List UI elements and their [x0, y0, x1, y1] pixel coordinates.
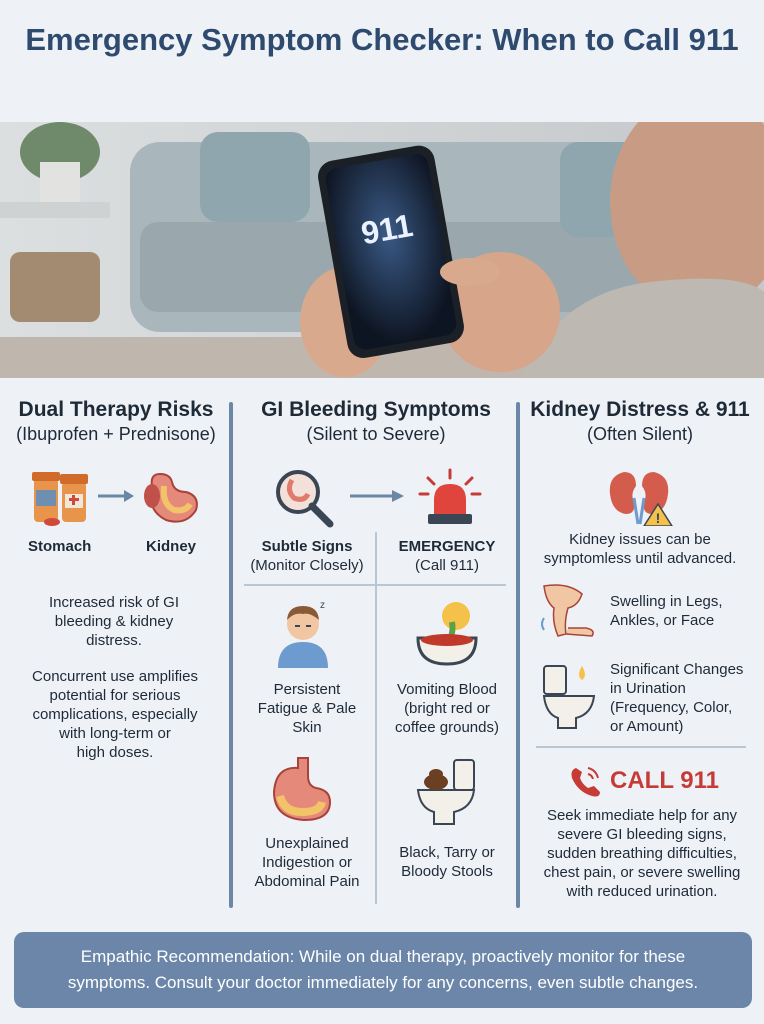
vomiting-bowl-icon — [416, 602, 478, 666]
recommendation-banner: Empathic Recommendation: While on dual t… — [14, 932, 752, 1008]
magnifier-icon — [276, 470, 334, 528]
gi-bleeding-column: GI Bleeding Symptoms (Silent to Severe) — [238, 398, 514, 446]
toilet-icon — [416, 759, 476, 825]
hero-photo: 911 — [0, 122, 764, 378]
dual-therapy-subtitle: (Ibuprofen + Prednisone) — [16, 424, 216, 444]
arrow-right-icon — [350, 490, 404, 502]
kidney-label: Kidney — [146, 538, 197, 555]
swollen-leg-icon — [541, 584, 594, 637]
kidney-subtitle: (Often Silent) — [586, 424, 694, 444]
column-divider-1 — [229, 402, 233, 908]
gi-bleeding-subtitle: (Silent to Severe) — [306, 424, 446, 444]
tired-person-icon: z — [278, 600, 328, 668]
siren-icon — [418, 468, 482, 524]
gi-bleeding-title: GI Bleeding Symptoms — [261, 398, 491, 421]
column-divider-2 — [516, 402, 520, 908]
stomach-label: Stomach — [28, 538, 92, 555]
swelling-text: Swelling in Legs,Ankles, or Face — [610, 593, 723, 629]
kidneys-warning-icon: ! — [609, 472, 673, 526]
kidney-section-hline — [536, 746, 746, 748]
recommendation-line-1: Empathic Recommendation: While on dual t… — [80, 947, 686, 966]
dual-therapy-title: Dual Therapy Risks — [18, 398, 214, 421]
gi-grid-vline — [375, 532, 377, 904]
call-911-label: CALL 911 — [610, 767, 719, 794]
subtle-signs-title: Subtle Signs — [261, 538, 353, 555]
stomach-icon — [272, 757, 332, 822]
stomach-kidney-icon — [144, 472, 198, 523]
svg-text:z: z — [320, 600, 325, 611]
emergency-title: EMERGENCY — [398, 538, 496, 555]
pill-bottles-icon — [32, 472, 88, 526]
dual-therapy-column: Dual Therapy Risks (Ibuprofen + Predniso… — [8, 398, 224, 446]
phone-911-text: 911 — [358, 207, 415, 251]
svg-text:!: ! — [656, 510, 661, 526]
phone-ringing-icon — [571, 767, 600, 797]
emergency-sub: (Call 911) — [415, 557, 479, 574]
kidney-title: Kidney Distress & 911 — [530, 398, 750, 421]
arrow-right-icon — [98, 490, 134, 502]
toilet-droplet-icon — [542, 665, 596, 729]
recommendation-line-2: symptoms. Consult your doctor immediatel… — [67, 973, 699, 992]
kidney-column: Kidney Distress & 911 (Often Silent) — [526, 398, 754, 446]
subtle-signs-sub: (Monitor Closely) — [250, 557, 364, 574]
page-title: Emergency Symptom Checker: When to Call … — [25, 22, 739, 57]
